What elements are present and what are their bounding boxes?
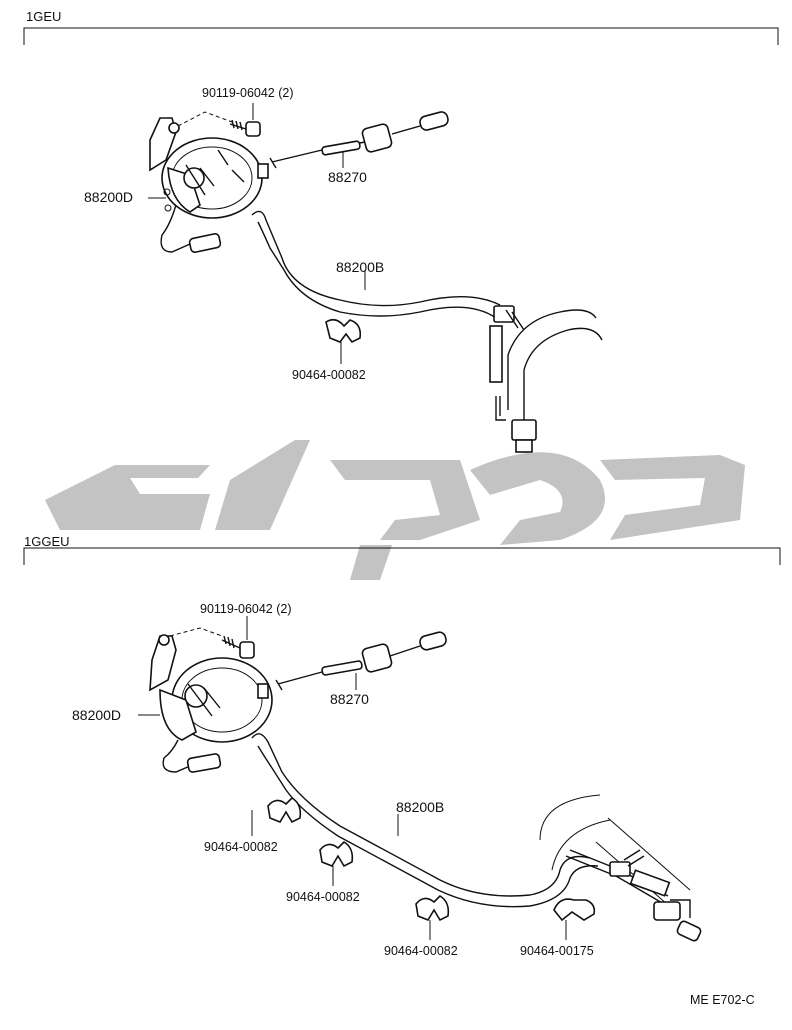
hose-88200b-2 — [251, 733, 599, 908]
actuator-88200d-1 — [149, 117, 269, 254]
actuator-88200d-2 — [149, 634, 273, 773]
section-1ggeu: 1GGEU — [23, 534, 781, 958]
section-frame-1 — [23, 27, 779, 45]
label-actuator-1: 88200D — [84, 189, 133, 205]
label-clamp-1: 90464-00082 — [292, 368, 366, 382]
cable-88270-2 — [275, 631, 447, 691]
section-title-2: 1GGEU — [24, 534, 70, 549]
cable-88270-1 — [269, 111, 449, 169]
label-actuator-2: 88200D — [72, 707, 121, 723]
label-hose-1: 88200B — [336, 259, 384, 275]
pipe-connector-1 — [489, 305, 603, 453]
clamp-90464-2b — [319, 840, 354, 886]
label-bolt-1: 90119-06042 (2) — [202, 86, 294, 100]
clamp-90464-1 — [325, 318, 362, 364]
label-bolt-2: 90119-06042 (2) — [200, 602, 292, 616]
label-cable-2: 88270 — [330, 691, 369, 707]
pipe-connector-2 — [539, 794, 702, 942]
label-clamp-2b: 90464-00082 — [286, 890, 360, 904]
bolt-90119-2 — [169, 616, 255, 659]
clamp-90464-00175 — [553, 898, 596, 940]
label-clamp-2a: 90464-00082 — [204, 840, 278, 854]
section-frame-2 — [23, 547, 781, 565]
label-clamp-2c: 90464-00082 — [384, 944, 458, 958]
clamp-90464-2a — [251, 796, 302, 836]
clamp-90464-2c — [415, 894, 450, 940]
label-cable-1: 88270 — [328, 169, 367, 185]
section-title-1: 1GEU — [26, 9, 61, 24]
hose-88200b-1 — [251, 210, 501, 319]
watermark-logo — [45, 440, 745, 580]
label-hose-2: 88200B — [396, 799, 444, 815]
section-1gеu: 1GEU — [23, 9, 779, 453]
label-clamp-2d: 90464-00175 — [520, 944, 594, 958]
footer-code: ME E702-C — [690, 993, 755, 1007]
bolt-90119-1 — [177, 103, 261, 137]
